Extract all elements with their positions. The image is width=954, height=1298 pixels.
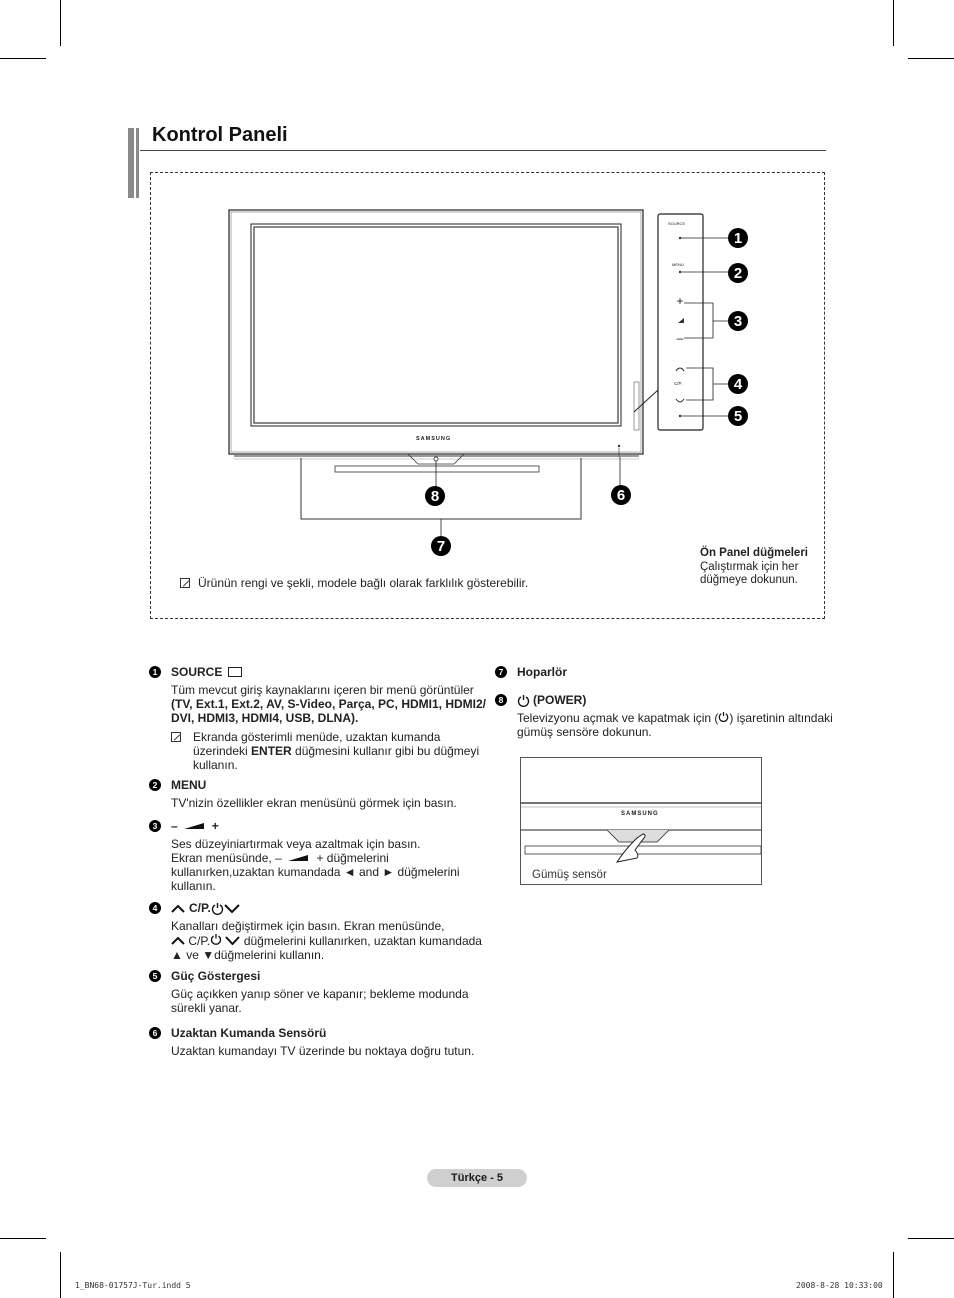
print-slug-left: 1_BN68-01757J-Tur.indd 5 <box>75 1281 191 1290</box>
page-number-badge: Türkçe - 5 <box>427 1169 527 1187</box>
power-icon <box>211 902 223 915</box>
figure-note: Ürünün rengi ve şekli, modele bağlı olar… <box>180 576 528 590</box>
crop-mark <box>0 1238 46 1239</box>
title-accent-bar <box>136 128 139 198</box>
title-accent-bar <box>128 128 134 198</box>
callout-8: 8 <box>425 486 445 506</box>
page-title: Kontrol Paneli <box>152 124 288 146</box>
crop-mark <box>893 1252 894 1298</box>
svg-text:–: – <box>677 331 684 345</box>
callout-5: 5 <box>728 406 748 426</box>
power-icon <box>517 694 530 707</box>
crop-mark <box>60 1252 61 1298</box>
item-channel: 4 C/P. Kanalları değiştirmek için basın.… <box>149 901 491 962</box>
sensor-photo: SAMSUNG Gümüş sensör <box>520 757 762 885</box>
sensor-brand-logo: SAMSUNG <box>621 811 659 817</box>
volume-icon <box>183 823 204 829</box>
title-rule <box>140 150 826 151</box>
item-volume: 3– + Ses düzeyiniartırmak veya azaltmak … <box>149 819 491 893</box>
tv-brand-logo: SAMSUNG <box>416 436 452 442</box>
sensor-illustration <box>521 802 761 863</box>
power-icon <box>211 934 222 945</box>
callout-4: 4 <box>728 374 748 394</box>
svg-text:+: + <box>676 294 683 308</box>
callout-1: 1 <box>728 228 748 248</box>
callout-7: 7 <box>431 536 451 556</box>
note-icon <box>180 578 190 588</box>
crop-mark <box>908 58 954 59</box>
panel-caption: Ön Panel düğmeleri Çalıştırmak için her … <box>700 547 808 586</box>
callout-6: 6 <box>611 485 631 505</box>
tv-screen <box>250 223 622 427</box>
item-power: 8 (POWER) Televizyonu açmak ve kapatmak … <box>495 693 837 739</box>
chevron-up-icon <box>171 936 185 945</box>
crop-mark <box>0 58 46 59</box>
source-note: Ekranda gösterimli menüde, uzaktan kuman… <box>171 730 491 772</box>
speaker-grille <box>334 465 540 473</box>
tv-illustration: + – <box>228 209 730 537</box>
crop-mark <box>908 1238 954 1239</box>
chevron-down-icon <box>224 903 240 913</box>
source-icon <box>228 667 243 677</box>
panel-menu-label: MENU <box>672 262 684 267</box>
callout-2: 2 <box>728 263 748 283</box>
crop-mark <box>893 0 894 46</box>
chevron-down-icon <box>225 936 241 946</box>
power-icon <box>719 712 729 723</box>
note-icon <box>171 732 181 742</box>
callout-3: 3 <box>728 311 748 331</box>
chevron-up-icon <box>171 904 185 913</box>
photo-caption: Gümüş sensör <box>532 869 607 881</box>
print-slug-right: 2008-8-28 10:33:00 <box>796 1281 883 1290</box>
volume-icon <box>288 855 309 861</box>
panel-cp-label: C/P. <box>674 381 683 386</box>
crop-mark <box>60 0 61 46</box>
figure-frame <box>150 172 825 619</box>
panel-source-label: SOURCE <box>668 221 686 226</box>
